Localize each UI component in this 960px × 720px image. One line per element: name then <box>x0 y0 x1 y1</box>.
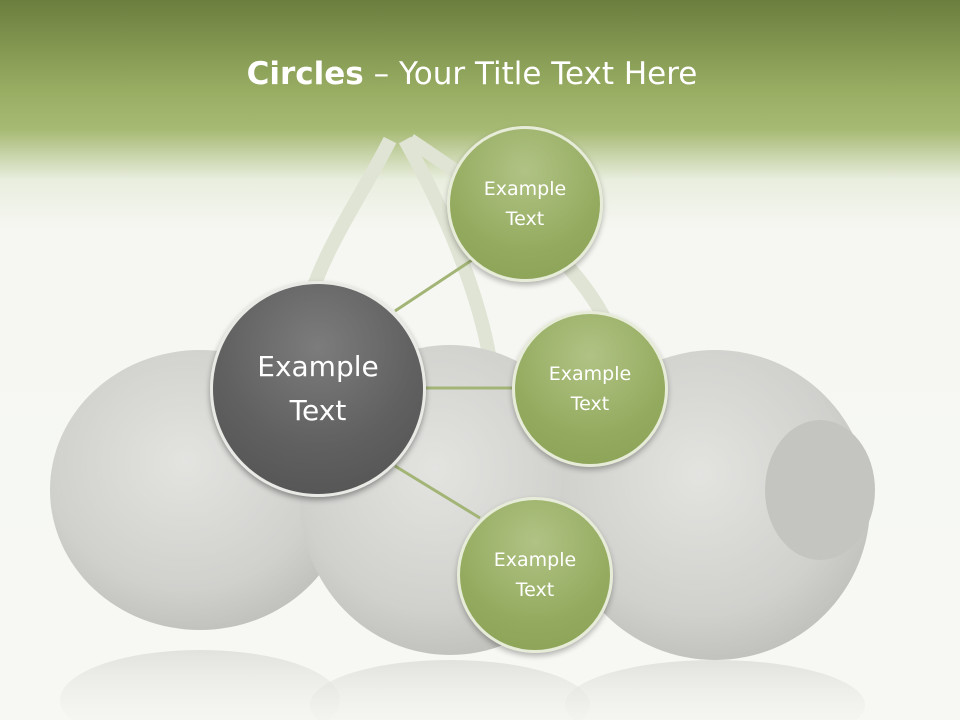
circle-label: Example Text <box>483 178 567 230</box>
circle-middle[interactable]: Example Text <box>512 311 668 467</box>
circle-label: Example Text <box>493 549 577 601</box>
circle-top[interactable]: Example Text <box>447 126 603 282</box>
slide-title-bold: Circles <box>246 56 364 92</box>
slide-title-rest: – Your Title Text Here <box>363 56 698 92</box>
main-circle[interactable]: Example Text <box>210 281 426 497</box>
circle-label: Example Text <box>548 363 632 415</box>
slide-title: Circles – Your Title Text Here <box>0 54 944 94</box>
main-circle-label: Example Text <box>257 350 379 427</box>
connector-line <box>394 258 473 313</box>
circle-bottom[interactable]: Example Text <box>457 497 613 653</box>
connector-line <box>394 464 481 520</box>
